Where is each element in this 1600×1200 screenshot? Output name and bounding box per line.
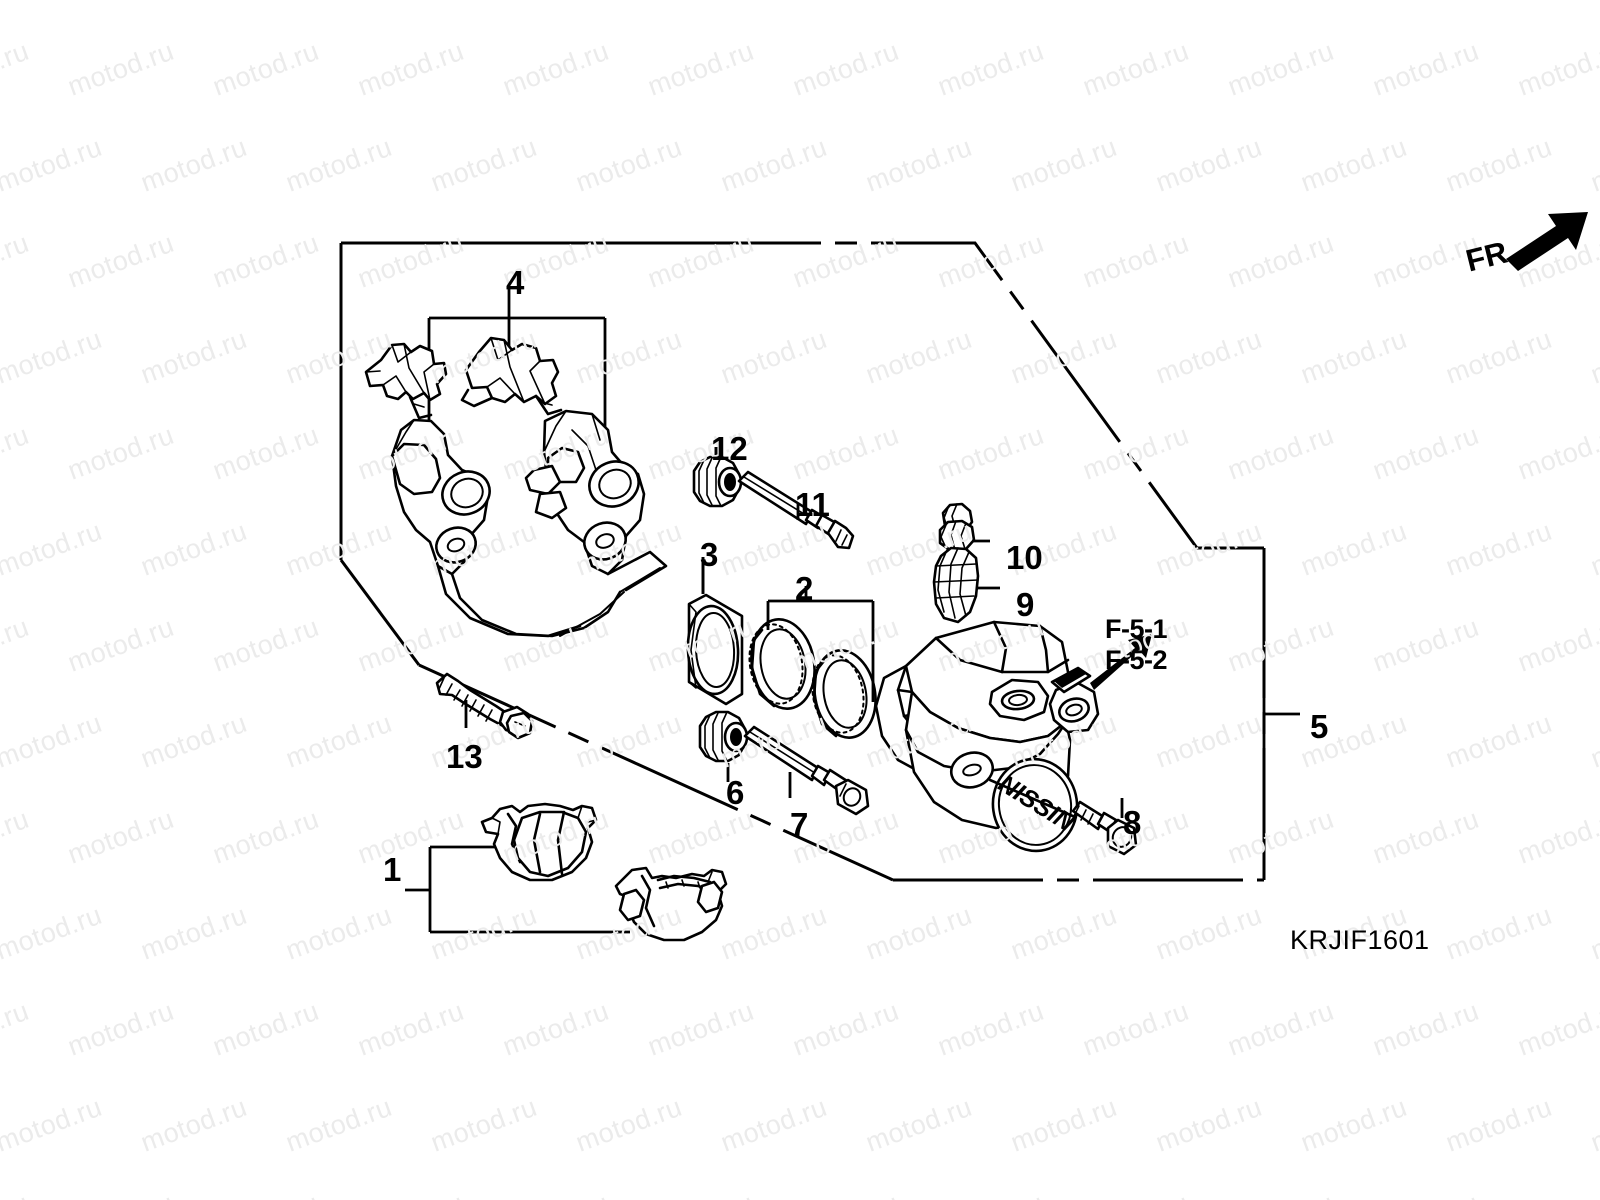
callout-5-bracket: [1262, 548, 1300, 880]
cap-bolt: [988, 778, 1138, 856]
reference-label-f-5-2: F-5-2: [1105, 645, 1168, 675]
fr-direction-arrow: [1506, 212, 1588, 271]
bleed-valve-cap: [938, 502, 990, 552]
front-direction-label: FR.: [1462, 232, 1520, 279]
callout-3: 3: [700, 536, 719, 573]
callout-2-bracket: [766, 586, 875, 702]
upper-pin-boot: [692, 447, 743, 508]
callout-13: 13: [446, 738, 483, 775]
lower-slide-pin-bolt: [743, 725, 870, 816]
callout-12: 12: [711, 430, 748, 467]
reference-label-f-5-1: F-5-1: [1105, 614, 1168, 644]
bleed-valve: [932, 546, 1000, 624]
callout-1-bracket: [405, 845, 630, 934]
caliper-bracket-casting: [390, 409, 668, 638]
callout-11: 11: [795, 486, 830, 523]
piston-seal-outer: [748, 618, 816, 710]
callout-6: 6: [726, 774, 745, 811]
caliper-mounting-bolt: [435, 672, 534, 740]
callout-4: 4: [506, 264, 525, 301]
callout-7: 7: [790, 806, 809, 843]
piston-seal-inner: [811, 649, 877, 739]
f5-pointer-arrow: [1090, 634, 1152, 690]
upper-slide-pin-bolt: [737, 470, 855, 550]
group-4-enclosure: [339, 241, 1264, 666]
pad-retainer-clip-right: [460, 336, 563, 416]
callout-2: 2: [795, 570, 814, 607]
callout-10: 10: [1006, 539, 1043, 576]
callout-9: 9: [1016, 586, 1035, 623]
callout-leader-lines: [701, 447, 718, 594]
caliper-body: NISSIN: [874, 620, 1100, 853]
pad-retainer-clip-left: [364, 342, 448, 420]
brake-pad-upper: [480, 802, 598, 882]
callout-5: 5: [1310, 708, 1329, 745]
brake-pad-lower: [614, 866, 728, 942]
lower-pin-boot: [698, 710, 749, 782]
diagram-id-code: KRJIF1601: [1290, 925, 1430, 955]
callout-1: 1: [383, 851, 402, 888]
caliper-piston: [686, 557, 744, 706]
callout-8: 8: [1123, 804, 1142, 841]
